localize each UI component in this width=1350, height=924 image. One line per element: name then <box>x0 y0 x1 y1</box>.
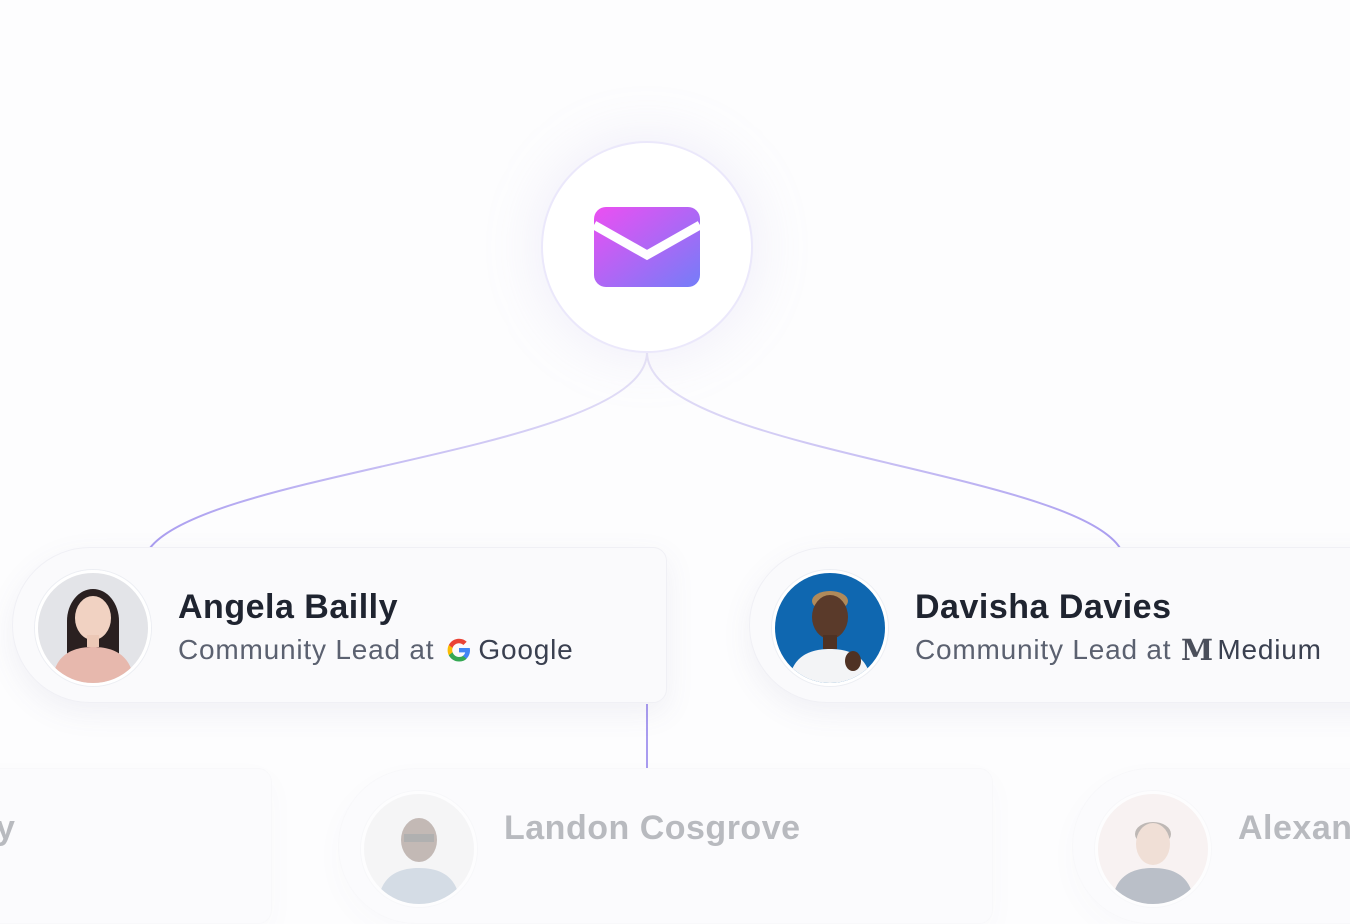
profile-role: Community Lead at M Medium <box>915 634 1322 666</box>
company-name: Google <box>478 634 574 665</box>
profile-card[interactable]: Davisha Davies Community Lead at M Mediu… <box>749 547 1350 703</box>
connector-lines <box>149 351 1121 768</box>
company-name: Medium <box>1217 634 1322 665</box>
connector-right <box>646 351 1121 549</box>
profile-name: y <box>0 809 16 847</box>
envelope-icon <box>594 207 700 287</box>
avatar <box>35 570 151 686</box>
svg-text:M: M <box>1181 636 1213 664</box>
profile-card[interactable]: y <box>0 768 272 924</box>
avatar <box>772 570 888 686</box>
google-logo-icon <box>447 638 471 662</box>
profile-card[interactable]: Landon Cosgrove <box>338 768 993 924</box>
avatar <box>1095 791 1211 907</box>
company: Google <box>444 634 573 666</box>
role-prefix: Community Lead at <box>178 634 435 665</box>
email-hub[interactable] <box>541 141 753 353</box>
profile-name: Davisha Davies <box>915 588 1172 626</box>
connector-left <box>149 351 648 549</box>
company: M Medium <box>1181 634 1321 666</box>
role-prefix: Community Lead at <box>915 634 1172 665</box>
avatar <box>361 791 477 907</box>
profile-card[interactable]: Alexan <box>1072 768 1350 924</box>
medium-logo-icon: M <box>1181 636 1213 664</box>
profile-name: Alexan <box>1238 809 1350 847</box>
profile-name: Landon Cosgrove <box>504 809 801 847</box>
profile-role: Community Lead at Google <box>178 634 573 666</box>
profile-card[interactable]: Angela Bailly Community Lead at Google <box>12 547 667 703</box>
profile-name: Angela Bailly <box>178 588 399 626</box>
